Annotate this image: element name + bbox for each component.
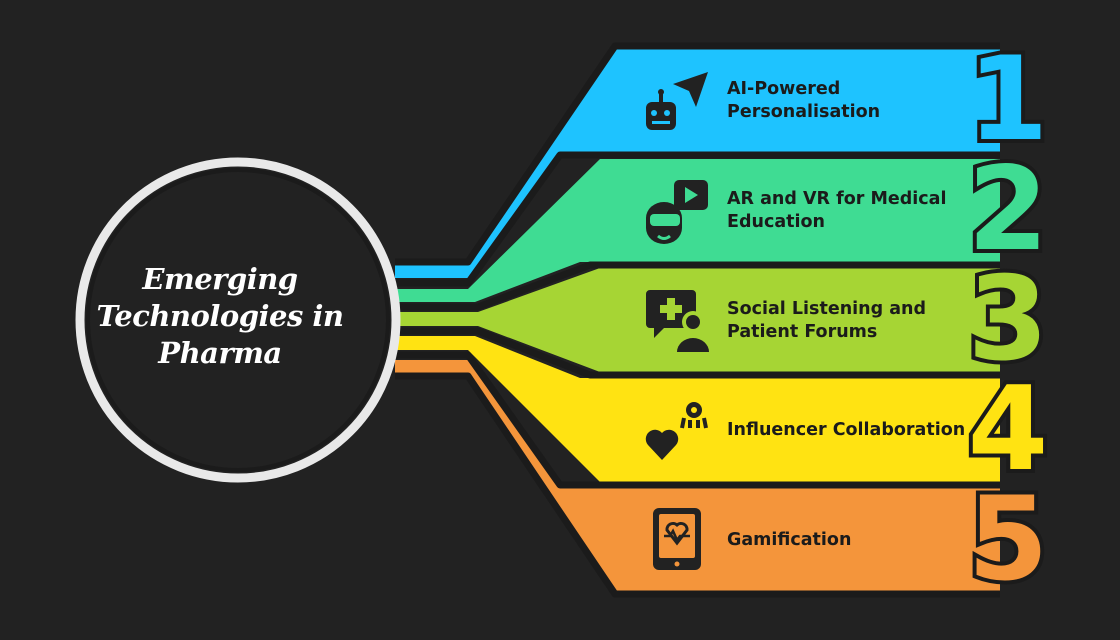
item-number-1: 1 xyxy=(964,32,1053,167)
medical-chat-user-icon xyxy=(646,290,709,352)
item-label-3: Social Listening and Patient Forums xyxy=(727,299,927,342)
item-number-4: 4 xyxy=(964,362,1053,497)
connector-1 xyxy=(395,48,1000,278)
heart-influencer-icon xyxy=(645,402,708,460)
item-label-1: AI-Powered Personalisation xyxy=(727,79,881,122)
tablet-heartbeat-icon xyxy=(653,508,701,570)
item-number-2: 2 xyxy=(964,142,1053,277)
item-label-4: Influencer Collaboration xyxy=(727,420,966,440)
item-label-2: AR and VR for Medical Education xyxy=(727,189,947,232)
item-number-3: 3 xyxy=(964,252,1053,387)
vr-headset-video-icon xyxy=(646,180,708,244)
band-outlines xyxy=(395,42,1000,598)
connector-5 xyxy=(395,360,1000,592)
item-label-5: Gamification xyxy=(727,530,852,550)
item-number-5: 5 xyxy=(964,472,1053,607)
center-title: Emerging Technologies in Pharma xyxy=(96,261,344,370)
robot-navigation-icon xyxy=(646,72,708,130)
connector-2 xyxy=(395,159,1000,302)
